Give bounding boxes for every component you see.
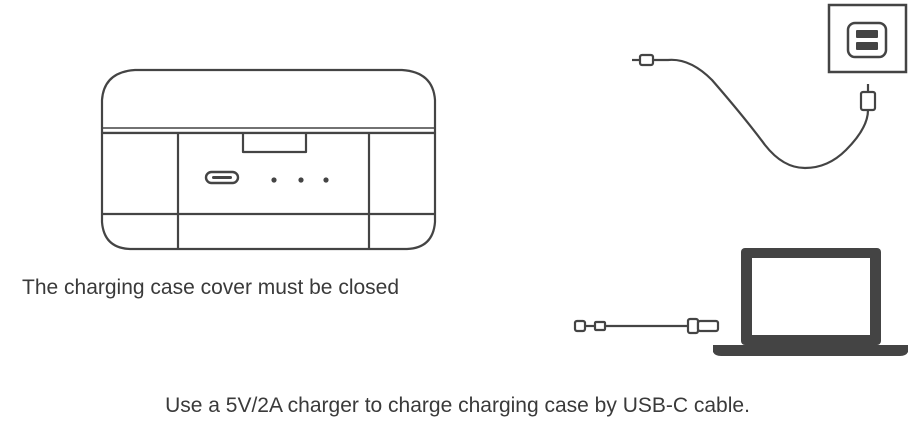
wall-outlet-icon	[827, 3, 908, 74]
indicator-led-icon	[271, 177, 329, 183]
usb-cable-icon	[632, 53, 877, 170]
case-cover-caption: The charging case cover must be closed	[22, 276, 400, 299]
usb-cable-icon	[573, 317, 720, 335]
charger-instruction-caption: Use a 5V/2A charger to charge charging c…	[165, 394, 750, 417]
usb-c-port-icon	[204, 170, 240, 185]
charging-case-icon	[100, 68, 437, 251]
laptop-icon	[713, 248, 908, 356]
